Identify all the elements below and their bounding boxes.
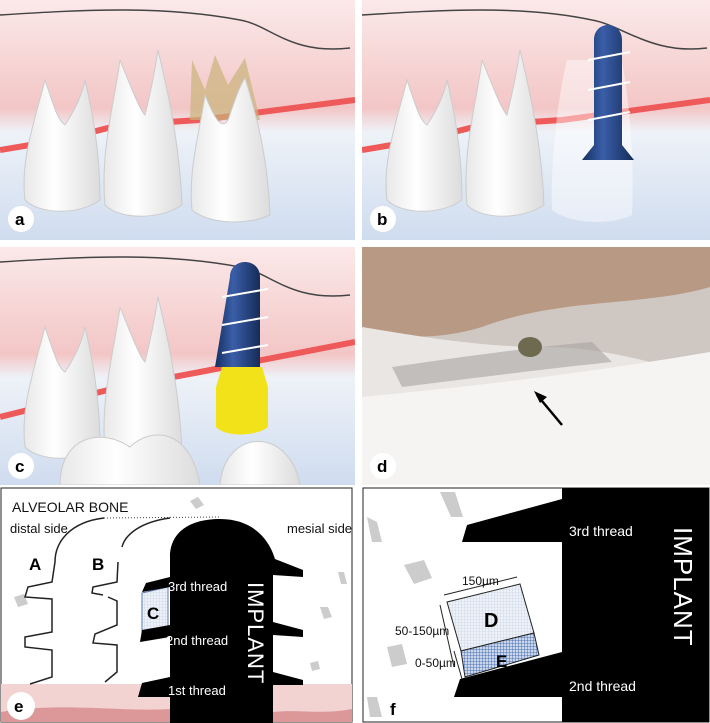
region-D-label: D xyxy=(484,610,498,632)
implant-label: IMPLANT xyxy=(668,527,698,647)
third-thread-label: 3rd thread xyxy=(569,523,633,539)
second-thread-label: 2nd thread xyxy=(569,678,636,694)
implant-threads xyxy=(221,288,269,354)
panel-b: b xyxy=(362,0,710,240)
surface xyxy=(362,352,710,485)
panel-f-diagram: 150µm 50-150µm 0-50µm D E 3rd thread 2nd… xyxy=(362,487,710,723)
label-badge xyxy=(8,453,34,479)
distal-side-label: distal side xyxy=(10,521,68,536)
tissue xyxy=(362,247,710,337)
third-thread-label: 3rd thread xyxy=(168,579,227,594)
teeth xyxy=(385,49,545,217)
panel-d-photo: d xyxy=(362,247,710,485)
panel-e-diagram: ALVEOLAR BONE distal side mesial side A … xyxy=(0,487,353,723)
defect xyxy=(392,342,612,387)
depth-inner-label: 0-50µm xyxy=(415,656,456,670)
gum-line xyxy=(0,256,351,297)
region-C-label: C xyxy=(147,604,159,623)
outline-A xyxy=(24,517,105,685)
label-badge xyxy=(370,453,396,479)
implant xyxy=(215,262,260,367)
region-A-label: A xyxy=(29,555,41,574)
alveolar-bone-label: ALVEOLAR BONE xyxy=(12,499,128,515)
implant xyxy=(138,519,303,723)
gum-shade xyxy=(1,707,352,722)
bone-particles xyxy=(367,492,463,717)
region-E xyxy=(460,632,540,678)
teeth xyxy=(23,49,271,223)
particle xyxy=(518,337,542,357)
width-label: 150µm xyxy=(462,574,499,588)
region-E-label: E xyxy=(496,652,507,671)
region-B-label: B xyxy=(92,555,104,574)
gum-line xyxy=(362,9,708,50)
implant xyxy=(454,488,709,722)
panel-c: c xyxy=(0,247,355,485)
panel-label: d xyxy=(377,457,387,476)
implant-threads xyxy=(587,51,631,121)
bone-level-line xyxy=(103,516,221,519)
panel-label: f xyxy=(390,700,396,719)
panel-label: b xyxy=(377,210,387,229)
first-thread-label: 1st thread xyxy=(168,683,226,698)
gum-line xyxy=(0,9,351,50)
dimension-arrows xyxy=(439,576,518,680)
outline-B xyxy=(91,517,171,683)
label-badge xyxy=(8,206,34,232)
panel-label: c xyxy=(15,457,24,476)
panel-label: e xyxy=(14,697,23,716)
abutment xyxy=(216,367,268,435)
second-thread-label: 2nd thread xyxy=(166,633,228,648)
panel-label: a xyxy=(15,210,25,229)
mesial-side-label: mesial side xyxy=(287,521,352,536)
teeth xyxy=(23,296,301,485)
depth-outer-label: 50-150µm xyxy=(395,624,449,638)
implant-label: IMPLANT xyxy=(243,582,268,684)
panel-a: a xyxy=(0,0,355,240)
arrow-head-icon xyxy=(534,391,547,403)
label-badge xyxy=(370,206,396,232)
label-badge xyxy=(7,692,35,720)
